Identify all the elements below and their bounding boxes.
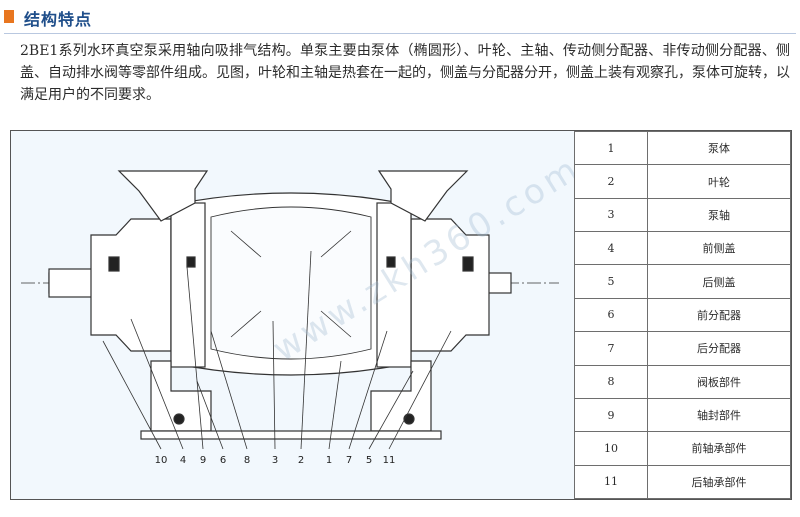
part-number: 4 <box>574 231 648 266</box>
part-name: 叶轮 <box>647 164 791 199</box>
part-number: 5 <box>574 264 648 299</box>
callout-label: 8 <box>244 455 250 466</box>
part-number: 3 <box>574 197 648 233</box>
front-shaft-seal <box>108 256 120 272</box>
part-number: 10 <box>574 431 648 466</box>
part-number: 8 <box>574 364 648 399</box>
base-rail <box>140 430 442 440</box>
callout-label: 3 <box>272 455 278 466</box>
part-name: 泵轴 <box>647 197 791 233</box>
rear-distributor <box>376 202 412 368</box>
callout-label: 11 <box>383 455 396 466</box>
callout-label: 1 <box>326 455 332 466</box>
callout-label: 10 <box>155 455 168 466</box>
header-divider <box>4 33 796 34</box>
intro-paragraph: 2BE1系列水环真空泵采用轴向吸排气结构。单泵主要由泵体（椭圆形）、叶轮、主轴、… <box>20 43 790 103</box>
pump-cross-section-drawing: 10 4 9 6 8 3 2 1 7 5 11 <box>21 170 559 466</box>
part-name: 阀板部件 <box>647 364 791 399</box>
part-name: 后侧盖 <box>647 264 791 299</box>
callout-label: 7 <box>346 455 352 466</box>
part-name: 前分配器 <box>647 297 791 333</box>
part-name: 后轴承部件 <box>647 464 791 500</box>
callout-label: 5 <box>366 455 372 466</box>
part-number: 11 <box>574 464 648 500</box>
rear-support <box>370 360 432 432</box>
callout-label: 4 <box>180 455 186 466</box>
part-number: 7 <box>574 331 648 366</box>
callout-label: 9 <box>200 455 206 466</box>
inlet-flange <box>117 170 209 222</box>
part-name: 后分配器 <box>647 331 791 366</box>
impeller <box>210 206 372 360</box>
outlet-flange <box>377 170 469 222</box>
part-number: 6 <box>574 297 648 333</box>
callout-label: 6 <box>220 455 226 466</box>
header-marker <box>4 10 14 23</box>
front-distributor <box>170 202 206 368</box>
section-title: 结构特点 <box>24 10 93 29</box>
front-bearing-housing <box>90 218 172 352</box>
part-number: 9 <box>574 397 648 433</box>
part-name: 前轴承部件 <box>647 431 791 466</box>
part-number: 1 <box>574 130 648 166</box>
part-name: 前侧盖 <box>647 231 791 266</box>
part-number: 2 <box>574 164 648 199</box>
rear-bearing-housing <box>410 218 490 352</box>
rear-shaft-seal <box>462 256 474 272</box>
part-name: 轴封部件 <box>647 397 791 433</box>
part-name: 泵体 <box>647 130 791 166</box>
callout-label: 2 <box>298 455 304 466</box>
section-header: 结构特点 <box>4 6 796 34</box>
